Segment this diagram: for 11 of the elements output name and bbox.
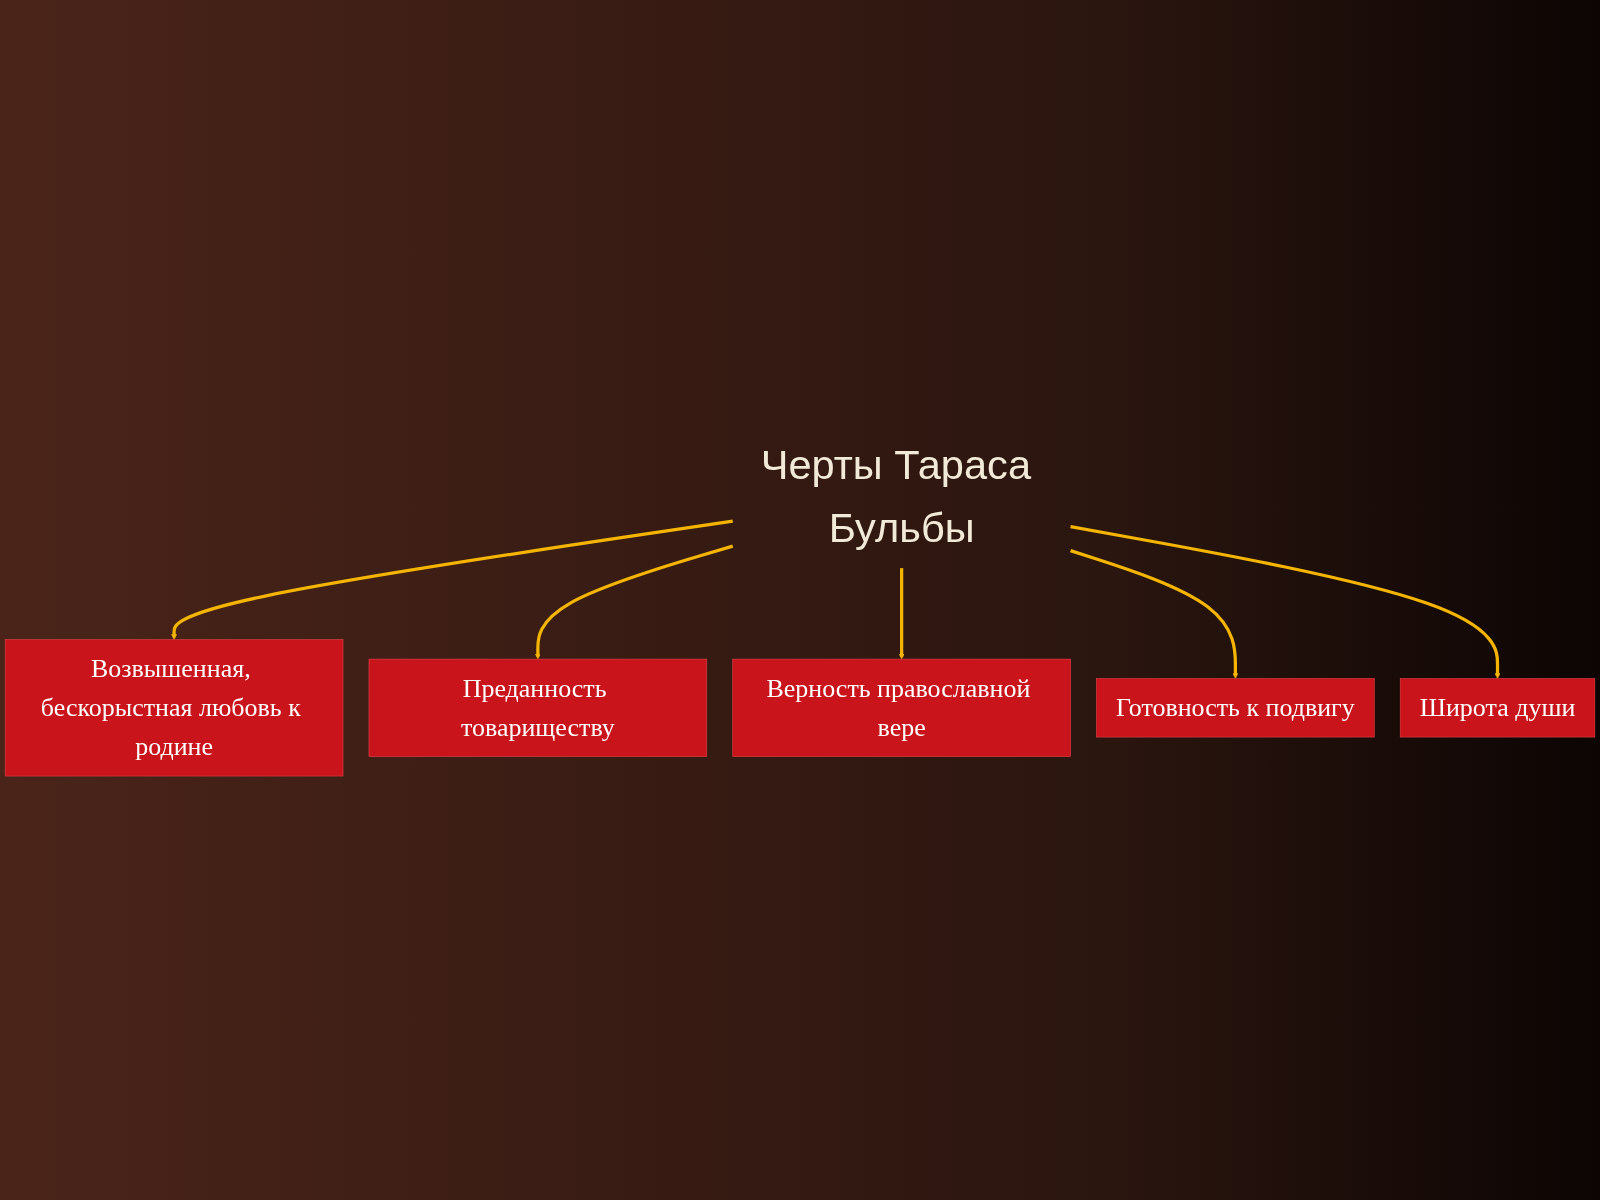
arrow [535, 544, 734, 660]
node-box: Готовность к подвигу [1096, 678, 1375, 738]
node-box: Верность православной вере [732, 658, 1071, 757]
node-text: Черты Тараса Бульбы [760, 441, 1032, 551]
arrow [1070, 549, 1239, 679]
arrow [898, 568, 905, 660]
node-box: Преданность товариществу [368, 658, 708, 757]
arrow [1070, 525, 1501, 679]
node-box: Возвышенная, бескорыстная любовь к родине [4, 639, 344, 777]
node-box: Широта души [1399, 678, 1596, 738]
arrow [171, 519, 733, 640]
